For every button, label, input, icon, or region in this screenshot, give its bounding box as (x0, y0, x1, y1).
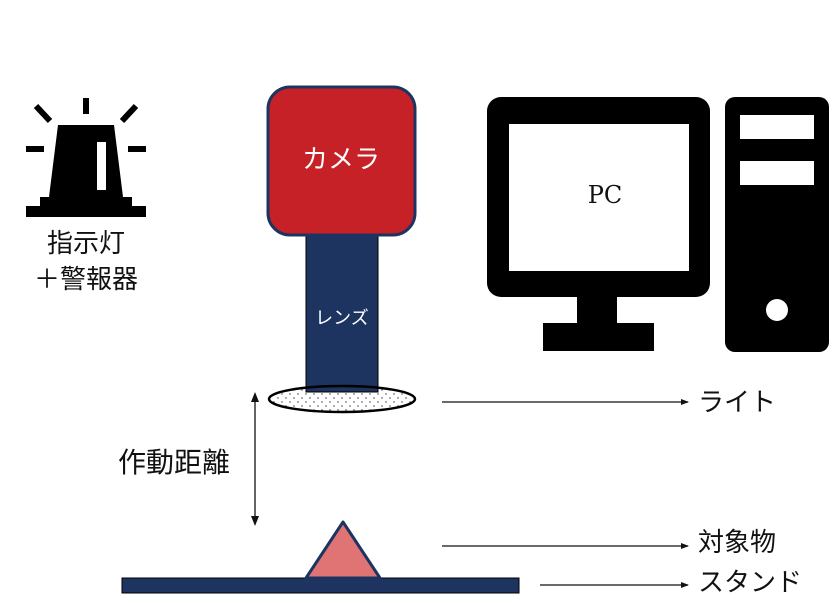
camera-label: カメラ (302, 145, 380, 175)
working-distance-arrow (251, 392, 259, 526)
warning-light-icon (26, 98, 146, 217)
target-object (304, 520, 382, 580)
pc-label: PC (588, 181, 623, 209)
light-label: ライト (698, 388, 776, 418)
lens-label: レンズ (315, 308, 369, 329)
stand-label: スタンド (698, 568, 802, 598)
alarm-label-line1: 指示灯 (47, 229, 125, 259)
camera-body (266, 85, 417, 237)
lens-body (305, 223, 379, 393)
target-label: 対象物 (698, 528, 776, 558)
desktop-computer-icon (487, 97, 829, 352)
ring-light (267, 384, 417, 414)
alarm-label-line2: ＋警報器 (34, 265, 138, 295)
stand (121, 577, 520, 594)
working-distance-label: 作動距離 (118, 446, 230, 479)
